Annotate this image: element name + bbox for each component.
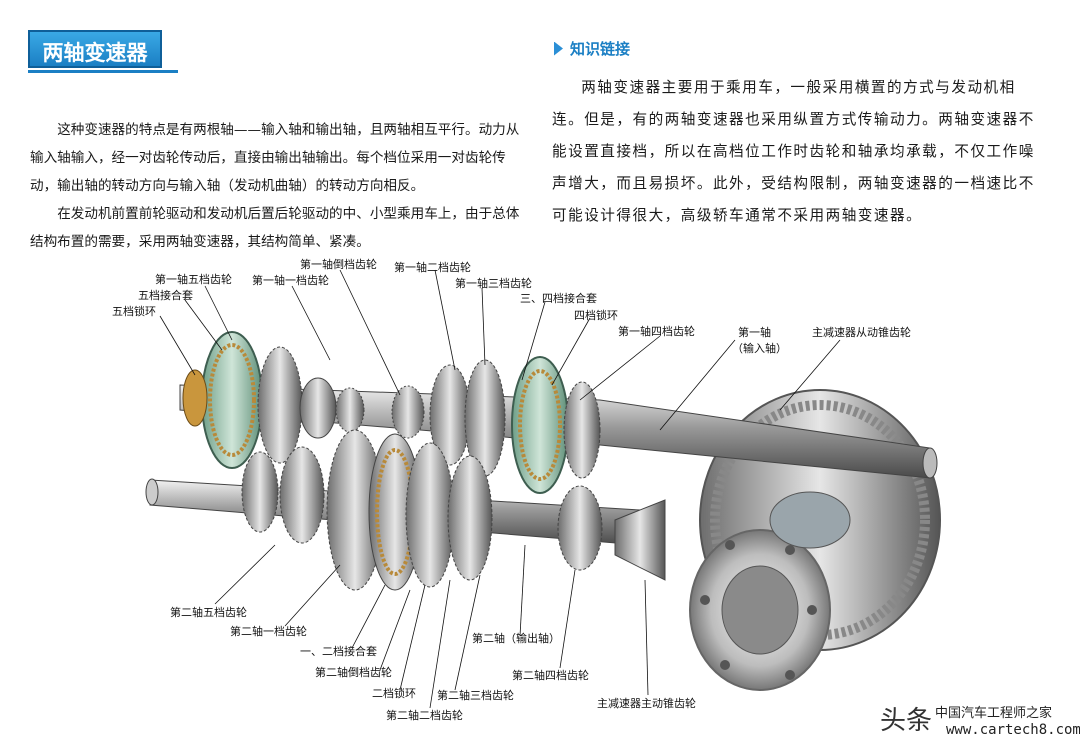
label-shaft2-name: 第二轴（输出轴） [472,632,560,645]
section-title-box: 两轴变速器 [28,30,162,68]
label-shaft1-1st-gear: 第一轴一档齿轮 [252,274,329,287]
watermark-brand: 头条 [880,706,933,736]
watermark-site-name: 中国汽车工程师之家 [935,706,1053,721]
left-paragraph-1: 这种变速器的特点是有两根轴——输入轴和输出轴，且两轴相互平行。动力从输入轴输入，… [30,122,520,194]
final-drive-pinion [614,499,666,581]
label-shaft2-1st-gear: 第二轴一档齿轮 [230,625,307,638]
knowledge-link-title: 知识链接 [570,40,631,58]
label-5th-sync-ring: 五档锁环 [112,305,156,318]
label-final-drive-gear: 主减速器主动锥齿轮 [597,697,696,710]
section-title: 两轴变速器 [42,41,148,65]
knowledge-link-heading: 知识链接 [554,38,630,59]
label-shaft1-4th-gear: 第一轴四档齿轮 [618,325,695,338]
watermark-url: www.cartech8.com [946,722,1080,738]
label-shaft2-5th-gear: 第二轴五档齿轮 [170,606,247,619]
leader-lines [159,269,841,709]
triangle-marker-icon [554,41,563,56]
label-2nd-sync-ring: 二档锁环 [372,687,416,700]
label-5th-sync-sleeve: 五档接合套 [138,289,193,302]
label-shaft1-2nd-gear: 第一轴二档齿轮 [394,261,471,274]
first-shaft-gears [182,331,601,494]
label-shaft2-reverse-gear: 第二轴倒档齿轮 [315,666,392,679]
second-shaft-gears [241,429,666,591]
title-underline [28,70,178,73]
label-12-sync-sleeve: 一、二档接合套 [300,645,377,658]
label-shaft1-reverse-gear: 第一轴倒档齿轮 [300,258,377,271]
label-shaft1-name: 第一轴 [738,326,771,339]
label-shaft1-5th-gear: 第一轴五档齿轮 [155,273,232,286]
label-shaft2-4th-gear: 第二轴四档齿轮 [512,669,589,682]
label-shaft2-3rd-gear: 第二轴三档齿轮 [437,689,514,702]
label-34-sync-sleeve: 三、四档接合套 [520,292,597,305]
label-shaft1-3rd-gear: 第一轴三档齿轮 [455,277,532,290]
label-shaft2-2nd-gear: 第二轴二档齿轮 [386,709,463,722]
label-final-driven-gear: 主减速器从动锥齿轮 [812,326,911,339]
label-shaft1-sub: （输入轴） [732,342,787,355]
knowledge-link-text: 两轴变速器主要用于乘用车，一般采用横置的方式与发动机相连。但是，有的两轴变速器也… [552,79,1035,224]
label-4th-sync-ring: 四档锁环 [574,309,618,322]
left-paragraph-2: 在发动机前置前轮驱动和发动机后置后轮驱动的中、小型乘用车上，由于总体结构布置的需… [30,206,520,250]
